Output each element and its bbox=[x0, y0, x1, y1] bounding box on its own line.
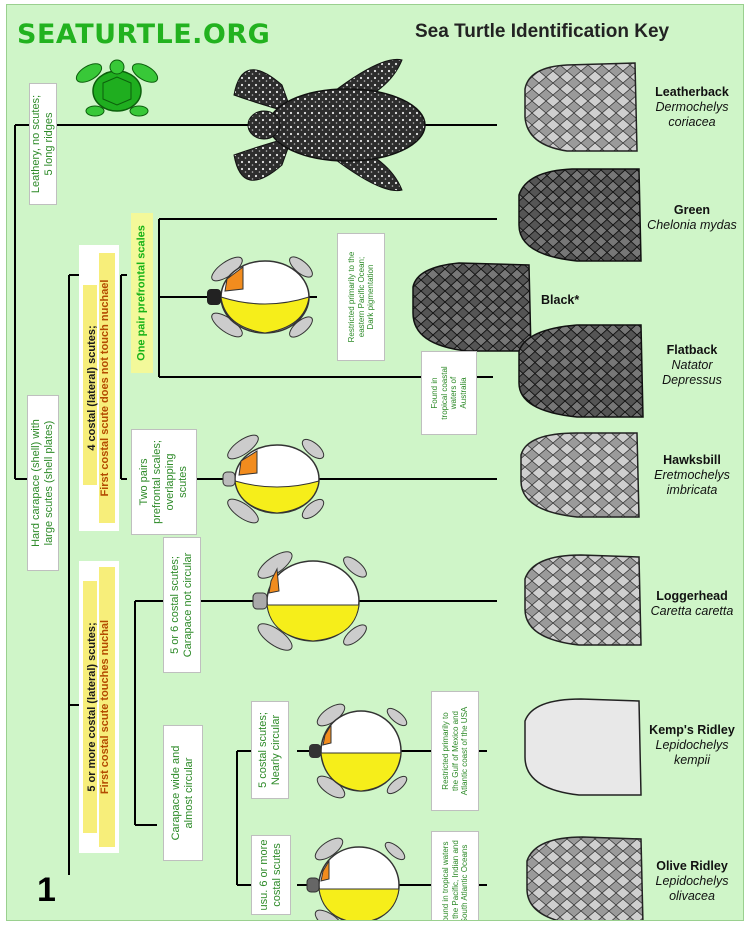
one-pair-label-box: One pair prefrontal scales bbox=[131, 213, 153, 373]
hard-carapace-label: Hard carapace (shell) with large scutes … bbox=[30, 397, 56, 569]
page-number: 1 bbox=[37, 871, 56, 910]
five-six-costal-label-box: 5 or 6 costal scutes; Carapace not circu… bbox=[163, 537, 201, 673]
six-costal-label: usu. 6 or more costal scutes bbox=[258, 836, 284, 914]
turtle-carapace-icon bbox=[309, 700, 409, 802]
four-costal-label-box: 4 costal (lateral) scutes;First costal s… bbox=[79, 245, 119, 531]
species-black: Black* bbox=[541, 293, 579, 307]
hard-carapace-label-box: Hard carapace (shell) with large scutes … bbox=[27, 395, 59, 571]
turtle-carapace-icon bbox=[223, 431, 327, 527]
five-costal-circular-label-box: 5 costal scutes; Nearly circular bbox=[251, 701, 289, 799]
two-pairs-label: Two pairs prefrontal scales; overlapping… bbox=[138, 432, 190, 532]
leatherback-icon bbox=[234, 59, 425, 190]
note-kemps: Restricted primarily to the Gulf of Mexi… bbox=[441, 693, 470, 809]
turtle-carapace-icon bbox=[253, 547, 370, 655]
two-pairs-label-box: Two pairs prefrontal scales; overlapping… bbox=[131, 429, 197, 535]
five-costal-label-box: 5 or more costal (lateral) scutes;First … bbox=[79, 561, 119, 853]
four-costal-label: 4 costal (lateral) scutes;First costal s… bbox=[86, 248, 112, 528]
leathery-label: Leathery, no scutes; 5 long ridges bbox=[30, 84, 56, 204]
leathery-label-box: Leathery, no scutes; 5 long ridges bbox=[29, 83, 57, 205]
note-flatback-box: Found in tropical coastal waters of Aust… bbox=[421, 351, 477, 435]
note-black-box: Restricted primarily to the eastern Paci… bbox=[337, 233, 385, 361]
one-pair-label: One pair prefrontal scales bbox=[136, 225, 149, 361]
note-olive: Found in tropical waters of the Pacific,… bbox=[441, 833, 470, 921]
note-flatback: Found in tropical coastal waters of Aust… bbox=[430, 353, 468, 433]
logo-turtle-icon bbox=[73, 60, 160, 116]
carapace-wide-label: Carapace wide and almost circular bbox=[170, 727, 196, 859]
five-costal-label: 5 or more costal (lateral) scutes;First … bbox=[86, 564, 112, 850]
six-costal-label-box: usu. 6 or more costal scutes bbox=[251, 835, 291, 915]
note-kemps-box: Restricted primarily to the Gulf of Mexi… bbox=[431, 691, 479, 811]
carapace-wide-label-box: Carapace wide and almost circular bbox=[163, 725, 203, 861]
identification-key-panel: SEATURTLE.ORG Sea Turtle Identification … bbox=[6, 4, 744, 921]
turtle-carapace-icon bbox=[307, 834, 407, 921]
note-black: Restricted primarily to the eastern Paci… bbox=[347, 235, 376, 359]
turtle-carapace-icon bbox=[207, 253, 316, 341]
note-olive-box: Found in tropical waters of the Pacific,… bbox=[431, 831, 479, 921]
five-six-costal-label: 5 or 6 costal scutes; Carapace not circu… bbox=[169, 539, 195, 671]
five-costal-circular-label: 5 costal scutes; Nearly circular bbox=[257, 702, 283, 798]
